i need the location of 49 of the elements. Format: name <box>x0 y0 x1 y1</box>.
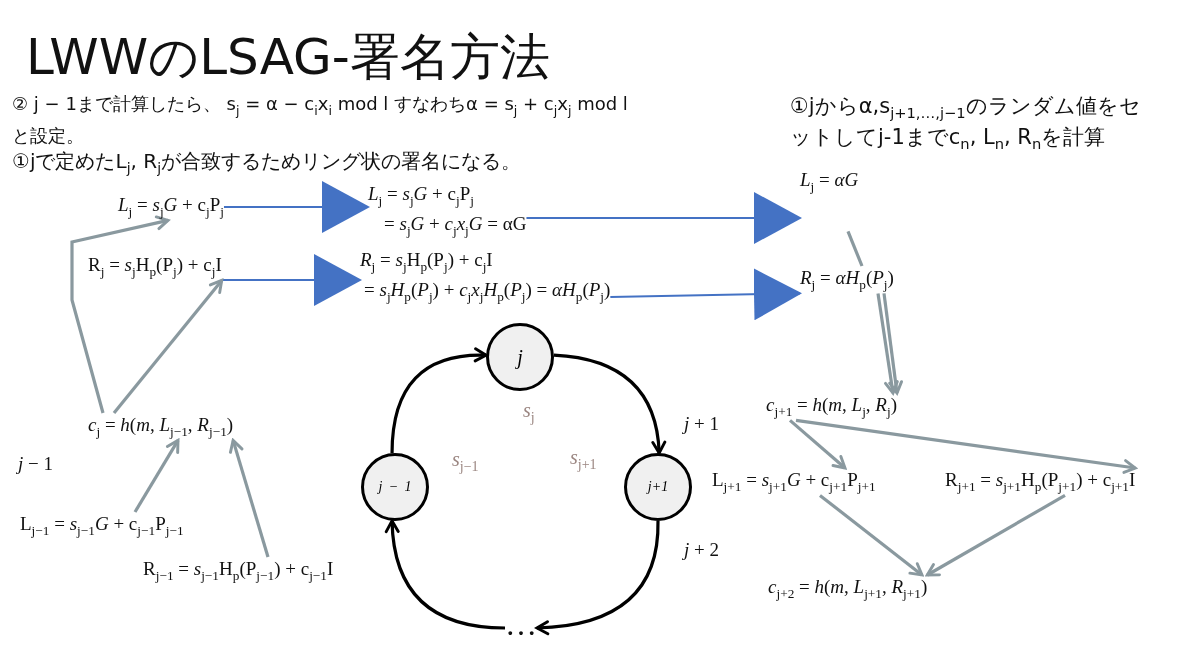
note: ② j − 1まで計算したら、 s$_{j}$ = α − c$_{i}$x$_{i}$ mod l すなわちα = s$_{j}$ + c$_{j}$x$_{j}$ mod l <box>12 92 628 118</box>
formula-line: L$_{j}$ = s$_{j}$G + c$_{j}$P$_{j}$ <box>368 182 475 210</box>
arrow <box>925 494 1066 577</box>
formula: c$_{j}$ = h(m, L$_{j−1}$, R$_{j−1}$) <box>88 413 234 441</box>
arrow <box>133 438 180 513</box>
variable-label: s$_{j−1}$ <box>452 447 479 476</box>
arrow <box>819 494 924 577</box>
arrow <box>70 215 170 414</box>
ellipsis: … <box>505 608 537 640</box>
formula-line: = s$_{j}$H$_{p}$(P$_{j}$) + c$_{j}$x$_{j}$H$_{p}$(P$_{j}$) = αH$_{p}$(P$_{j}$) <box>363 278 611 306</box>
formula: R$_{j}$ = αH$_{p}$(P$_{j}$) <box>800 266 894 294</box>
arrow <box>795 418 1137 474</box>
arrow-triangle <box>609 268 802 321</box>
arrow <box>535 520 660 635</box>
arrow <box>788 419 847 470</box>
formula: c$_{j+1}$ = h(m, L$_{j}$, R$_{j}$) <box>766 393 897 421</box>
ring-node-circle: j − 1 <box>361 453 429 521</box>
index-label: j − 1 <box>18 452 53 476</box>
formula: L$_{j}$ = αG <box>800 168 859 232</box>
ring-node-circle: j+1 <box>624 453 692 521</box>
arrow <box>882 293 903 395</box>
formula: L$_{j}$ = s$_{j}$G + c$_{j}$P$_{j}$ <box>118 193 224 221</box>
arrow-triangle <box>223 181 370 233</box>
formula: L$_{j+1}$ = s$_{j+1}$G + c$_{j+1}$P$_{j+1}$ <box>712 468 876 496</box>
note: ①jからα,s$_{j+1,…,j−1}$のランダム値をセットしてj-1までc$_{n}$, L$_{n}$, R$_{n}$を計算 <box>790 93 1142 155</box>
variable-label: s$_{j}$ <box>523 398 535 427</box>
formula: L$_{j−1}$ = s$_{j−1}$G + c$_{j−1}$P$_{j−1}$ <box>20 512 184 540</box>
index-label: j + 2 <box>684 538 719 562</box>
arrow <box>112 278 224 414</box>
index-label: j + 1 <box>684 412 719 436</box>
arrow <box>876 293 899 395</box>
connector-line <box>846 230 864 267</box>
arrow-triangle <box>525 192 802 244</box>
formula-line: R$_{j}$ = s$_{j}$H$_{p}$(P$_{j}$) + c$_{j}$I <box>360 248 494 276</box>
note: ①jで定めたL$_{j}$, R$_{j}$が合致するためリング状の署名になる。 <box>12 148 522 176</box>
arrow-triangle <box>220 254 362 306</box>
formula: R$_{j}$ = s$_{j}$H$_{p}$(P$_{j}$) + c$_{j}$I <box>88 253 222 281</box>
formula: R$_{j−1}$ = s$_{j−1}$H$_{p}$(P$_{j−1}$) + c$_{j−1}$I <box>143 557 334 585</box>
arrow <box>385 519 506 630</box>
ring-node-circle: j <box>486 323 554 391</box>
arrow <box>390 347 488 454</box>
arrow <box>553 353 666 455</box>
formula: c$_{j+2}$ = h(m, L$_{j+1}$, R$_{j+1}$) <box>768 575 928 603</box>
variable-label: s$_{j+1}$ <box>570 445 597 474</box>
arrow <box>228 438 270 558</box>
formula-line: = s$_{j}$G + c$_{j}$x$_{j}$G = αG <box>383 212 527 240</box>
formula: R$_{j+1}$ = s$_{j+1}$H$_{p}$(P$_{j+1}$) + c$_{j+1}$I <box>945 468 1136 496</box>
title: LWWのLSAG-署名方法 <box>26 27 550 88</box>
note: と設定。 <box>12 124 84 148</box>
